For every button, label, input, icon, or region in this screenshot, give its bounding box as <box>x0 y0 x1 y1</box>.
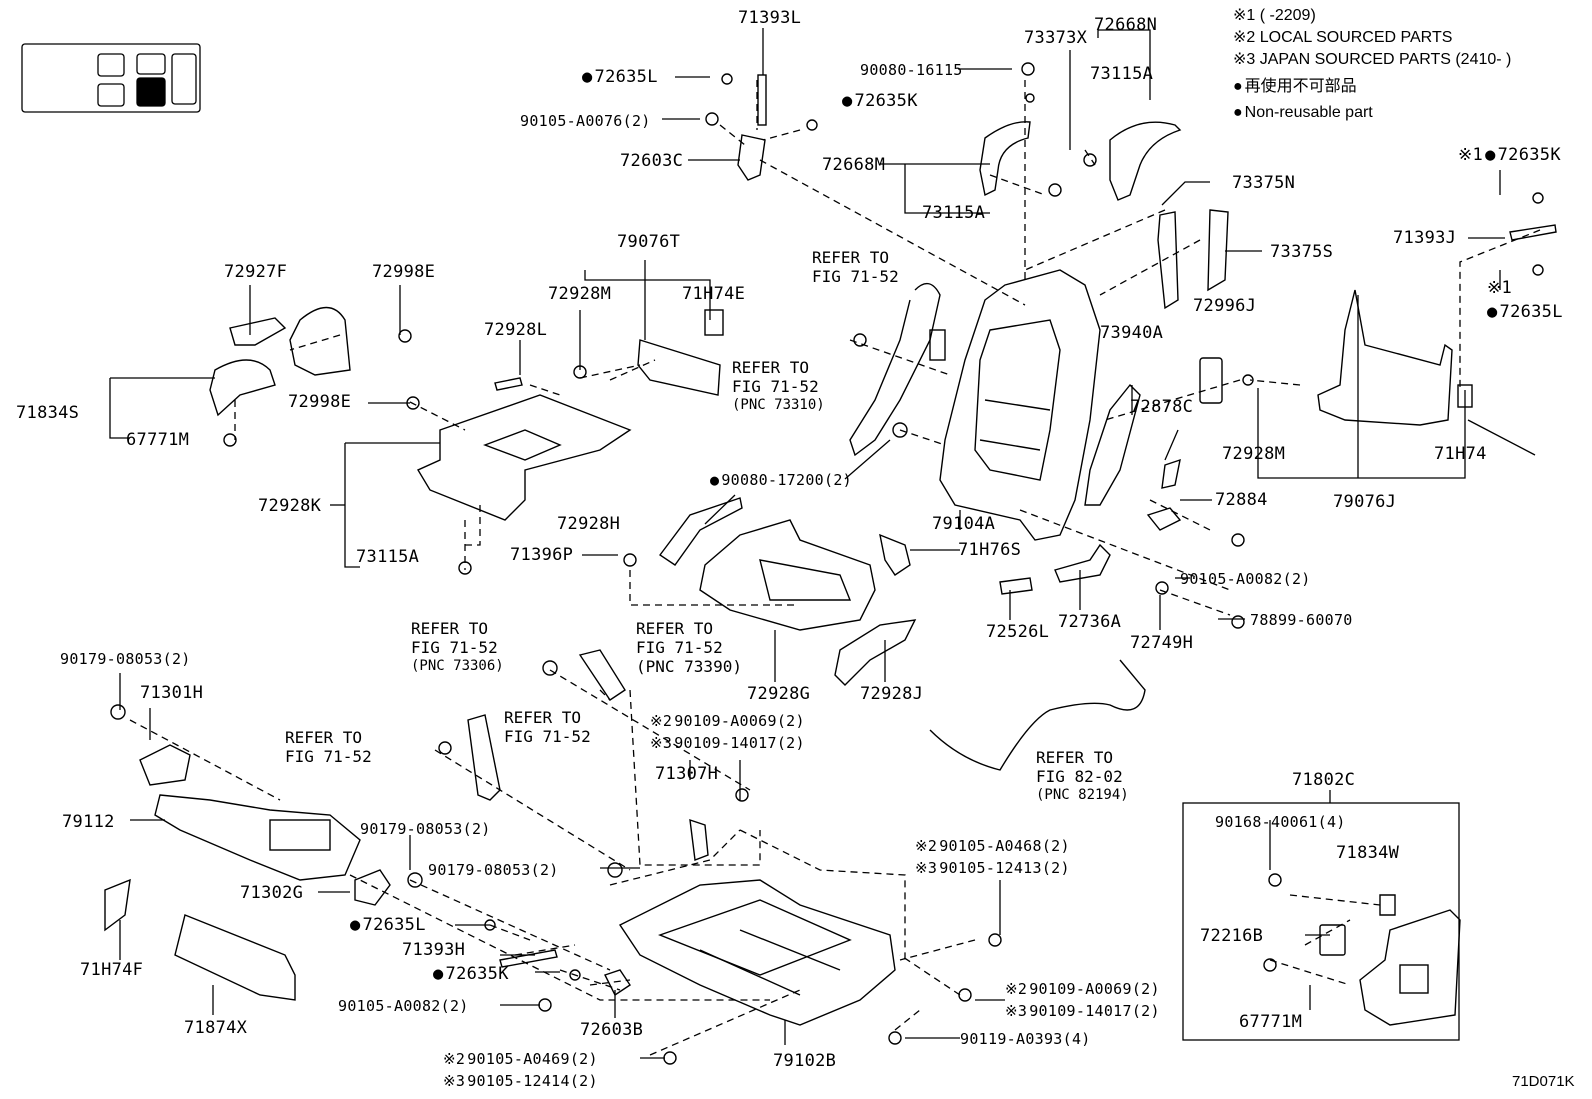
note-3: ※3 JAPAN SOURCED PARTS (2410- ) <box>1233 51 1512 68</box>
part-label[interactable]: 72996J <box>1193 296 1257 316</box>
part-label[interactable]: 73115A <box>922 203 986 223</box>
part-label[interactable]: 72928M <box>1222 444 1286 464</box>
part-label[interactable]: 71H74 <box>1434 444 1487 464</box>
part-label[interactable]: 72928K <box>258 496 322 516</box>
legend-en: Non-reusable part <box>1233 103 1373 123</box>
part-label[interactable]: 90179-08053(2) <box>360 820 491 838</box>
part-label[interactable]: 72216B <box>1200 926 1264 946</box>
part-label[interactable]: 72635L <box>1487 302 1563 322</box>
part-label[interactable]: 90179-08053(2) <box>428 861 559 879</box>
part-label[interactable]: 72928J <box>860 684 924 704</box>
part-label[interactable]: 72928L <box>484 320 548 340</box>
part-label[interactable]: 72603C <box>620 151 684 171</box>
part-label[interactable]: 72635L <box>582 67 658 87</box>
part-label[interactable]: 90179-08053(2) <box>60 650 191 668</box>
sub-assembly-box <box>1182 802 1460 1041</box>
part-label[interactable]: 90105-A0082(2) <box>338 997 469 1015</box>
part-label[interactable]: 73115A <box>1090 64 1154 84</box>
part-label[interactable]: 90105-A0082(2) <box>1180 570 1311 588</box>
part-label[interactable]: 79076J <box>1333 492 1397 512</box>
part-label[interactable]: 90080-17200(2) <box>710 470 852 490</box>
part-sketches <box>104 62 1557 1065</box>
leader-lines <box>109 28 1536 1059</box>
part-label[interactable]: 71393H <box>402 940 466 960</box>
part-label[interactable]: 72749H <box>1130 633 1194 653</box>
part-label[interactable]: 72998E <box>288 392 352 412</box>
part-label[interactable]: 72635L <box>350 915 426 935</box>
part-label[interactable]: 79076T <box>617 232 681 252</box>
part-label[interactable]: 79112 <box>62 812 115 832</box>
diagram-code: 71D071K <box>1512 1073 1575 1090</box>
part-label[interactable]: 90119-A0393(4) <box>960 1030 1091 1048</box>
part-label[interactable]: 67771M <box>126 430 190 450</box>
part-label[interactable]: 71874X <box>184 1018 248 1038</box>
part-label[interactable]: 72603B <box>580 1020 644 1040</box>
note-2: ※2 LOCAL SOURCED PARTS <box>1233 29 1453 46</box>
legend-jp: 再使用不可部品 <box>1233 77 1357 97</box>
part-label[interactable]: 71302G <box>240 883 304 903</box>
part-label[interactable]: 72635K <box>842 91 918 111</box>
part-label[interactable]: 79104A <box>932 514 996 534</box>
part-label[interactable]: 73375S <box>1270 242 1334 262</box>
part-label[interactable]: 72878C <box>1130 397 1194 417</box>
part-label[interactable]: 73940A <box>1100 323 1164 343</box>
part-label[interactable]: 72928G <box>747 684 811 704</box>
part-label[interactable]: 71H74E <box>682 284 746 304</box>
part-label[interactable]: 90168-40061(4) <box>1215 813 1346 831</box>
part-label[interactable]: 72928H <box>557 514 621 534</box>
part-label[interactable]: 71834S <box>16 403 80 423</box>
part-label[interactable]: 78899-60070 <box>1250 611 1353 629</box>
part-label[interactable]: 71834W <box>1336 843 1400 863</box>
part-label[interactable]: 90080-16115 <box>860 61 963 79</box>
part-label[interactable]: 71396P <box>510 545 574 565</box>
part-label[interactable]: 71301H <box>140 683 204 703</box>
part-label[interactable]: 72668M <box>822 155 886 175</box>
part-label[interactable]: 73375N <box>1232 173 1296 193</box>
part-label[interactable]: ※1 <box>1487 278 1513 298</box>
part-label[interactable]: 72998E <box>372 262 436 282</box>
part-label[interactable]: 72736A <box>1058 612 1122 632</box>
part-label[interactable]: 71802C <box>1292 770 1356 790</box>
part-label[interactable]: 72884 <box>1215 490 1268 510</box>
part-label[interactable]: 79102B <box>773 1051 837 1071</box>
part-label[interactable]: 71H74F <box>80 960 144 980</box>
part-label[interactable]: 73115A <box>356 547 420 567</box>
part-label[interactable]: 72526L <box>986 622 1050 642</box>
part-label[interactable]: 73373X <box>1024 28 1088 48</box>
part-label[interactable]: 71307H <box>655 764 719 784</box>
part-label[interactable]: 72928M <box>548 284 612 304</box>
part-label[interactable]: ※172635K <box>1458 145 1561 165</box>
part-label[interactable]: 72635K <box>433 964 509 984</box>
part-label[interactable]: 90105-A0076(2) <box>520 112 651 130</box>
part-label[interactable]: 72668N <box>1094 15 1158 35</box>
part-label[interactable]: 72927F <box>224 262 288 282</box>
dashed-lines <box>129 80 1541 1056</box>
part-label[interactable]: 71H76S <box>958 540 1022 560</box>
part-label[interactable]: 71393J <box>1393 228 1457 248</box>
seat-position-icon <box>21 43 201 113</box>
note-1: ※1 ( -2209) <box>1233 7 1316 24</box>
part-label[interactable]: 71393L <box>738 8 802 28</box>
part-label[interactable]: 67771M <box>1239 1012 1303 1032</box>
